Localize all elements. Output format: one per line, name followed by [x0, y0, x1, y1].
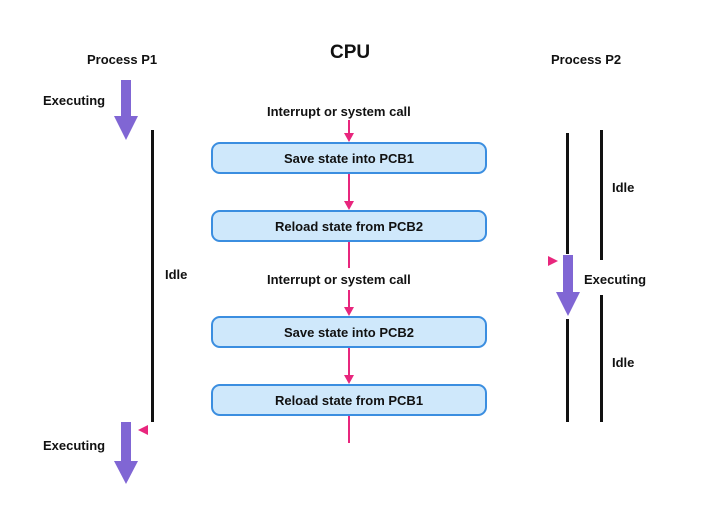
- p2-execute-arrow: [556, 255, 580, 316]
- flow-arrowhead-4: [344, 307, 354, 316]
- p2-idle-label-top: Idle: [612, 180, 635, 195]
- cpu-title: CPU: [330, 42, 371, 63]
- cpu-step-reload-pcb2: Reload state from PCB2: [211, 210, 487, 242]
- cpu-event-interrupt-2: Interrupt or system call: [267, 272, 411, 287]
- p1-execute-arrow-top: [114, 80, 138, 140]
- cpu-step-label: Save state into PCB1: [283, 150, 415, 166]
- p2-start-marker-icon: [548, 256, 558, 266]
- p1-resume-marker-icon: [138, 425, 148, 435]
- cpu-step-label: Reload state from PCB1: [274, 392, 424, 408]
- p1-execute-arrow-bottom: [114, 422, 138, 484]
- flow-arrowhead-5: [344, 375, 354, 384]
- cpu-step-save-pcb2: Save state into PCB2: [211, 316, 487, 348]
- p2-idle-timeline-left-bottom: [566, 319, 569, 422]
- p1-idle-timeline: [151, 130, 154, 422]
- p2-executing-label: Executing: [584, 272, 647, 287]
- p2-idle-timeline-right-top: [600, 130, 603, 260]
- p2-idle-timeline-right-bottom: [600, 295, 603, 422]
- process-p2-header: Process P2: [551, 52, 622, 67]
- cpu-step-label: Save state into PCB2: [283, 324, 415, 340]
- cpu-step-label: Reload state from PCB2: [274, 218, 424, 234]
- flow-arrowhead-1: [344, 133, 354, 142]
- process-p1-header: Process P1: [87, 52, 158, 67]
- p1-executing-label-bottom: Executing: [43, 438, 106, 453]
- cpu-step-reload-pcb1: Reload state from PCB1: [211, 384, 487, 416]
- cpu-event-interrupt-1: Interrupt or system call: [267, 104, 411, 119]
- flow-arrowhead-2: [344, 201, 354, 210]
- p2-idle-label-bottom: Idle: [612, 355, 635, 370]
- p1-executing-label-top: Executing: [43, 93, 106, 108]
- p2-idle-timeline-left-top: [566, 133, 569, 254]
- p1-idle-label: Idle: [165, 267, 188, 282]
- cpu-step-save-pcb1: Save state into PCB1: [211, 142, 487, 174]
